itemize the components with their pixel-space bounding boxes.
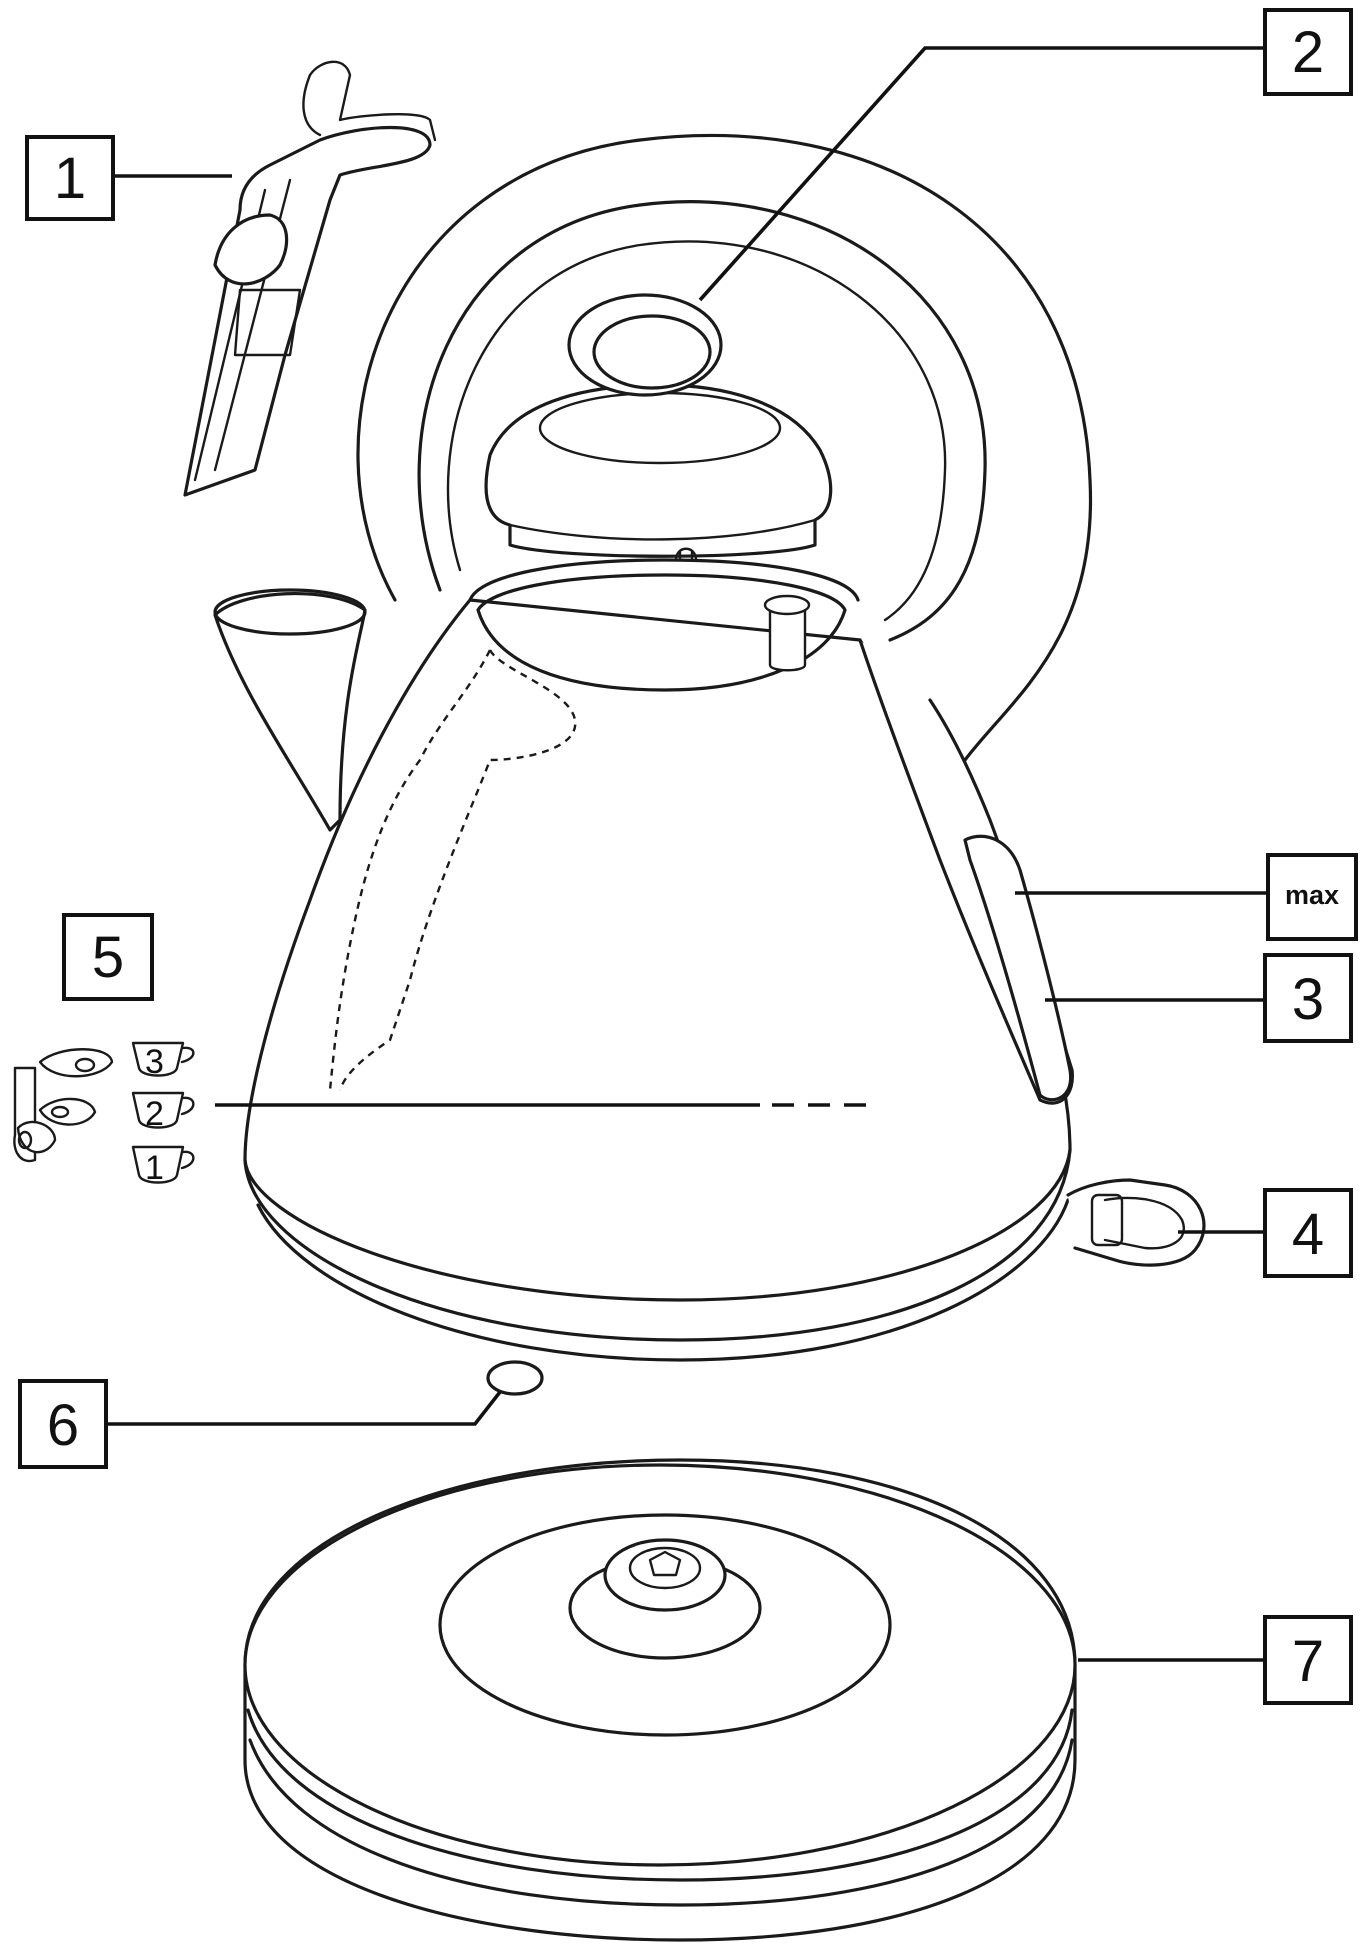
- callout-6-label: 6: [47, 1393, 79, 1458]
- kettle-body: [213, 558, 1206, 1396]
- cup-icon-1: 1: [131, 1145, 195, 1187]
- callout-4-label: 4: [1292, 1202, 1324, 1267]
- cup-label-1: 1: [145, 1149, 164, 1187]
- cup-label-2: 2: [145, 1095, 164, 1133]
- callout-5: 5: [62, 913, 154, 1001]
- callout-max: max: [1266, 853, 1358, 941]
- cup-label-3: 3: [145, 1043, 164, 1081]
- cup-icon-3: 3: [131, 1041, 195, 1081]
- power-base: [243, 1458, 1077, 1942]
- cup-icon-2: 2: [131, 1091, 195, 1133]
- kettle-handle: [356, 133, 1093, 762]
- callout-7: 7: [1263, 1615, 1353, 1705]
- callout-3: 3: [1263, 953, 1353, 1043]
- kettle-lid: [484, 293, 833, 562]
- callout-5-label: 5: [92, 925, 124, 990]
- callout-4: 4: [1263, 1188, 1353, 1278]
- callout-7-label: 7: [1292, 1629, 1324, 1694]
- callout-2-label: 2: [1292, 20, 1324, 85]
- callout-max-label: max: [1285, 880, 1339, 910]
- power-switch: [486, 1360, 544, 1396]
- limescale-filter: [183, 60, 437, 497]
- callout-3-label: 3: [1292, 967, 1324, 1032]
- leader-lines: [105, 46, 1268, 1662]
- cup-level-guide: 3 2 1: [13, 1041, 880, 1187]
- callout-1: 1: [25, 135, 115, 221]
- callout-2: 2: [1263, 8, 1353, 96]
- callout-1-label: 1: [54, 146, 86, 211]
- callout-6: 6: [18, 1379, 108, 1469]
